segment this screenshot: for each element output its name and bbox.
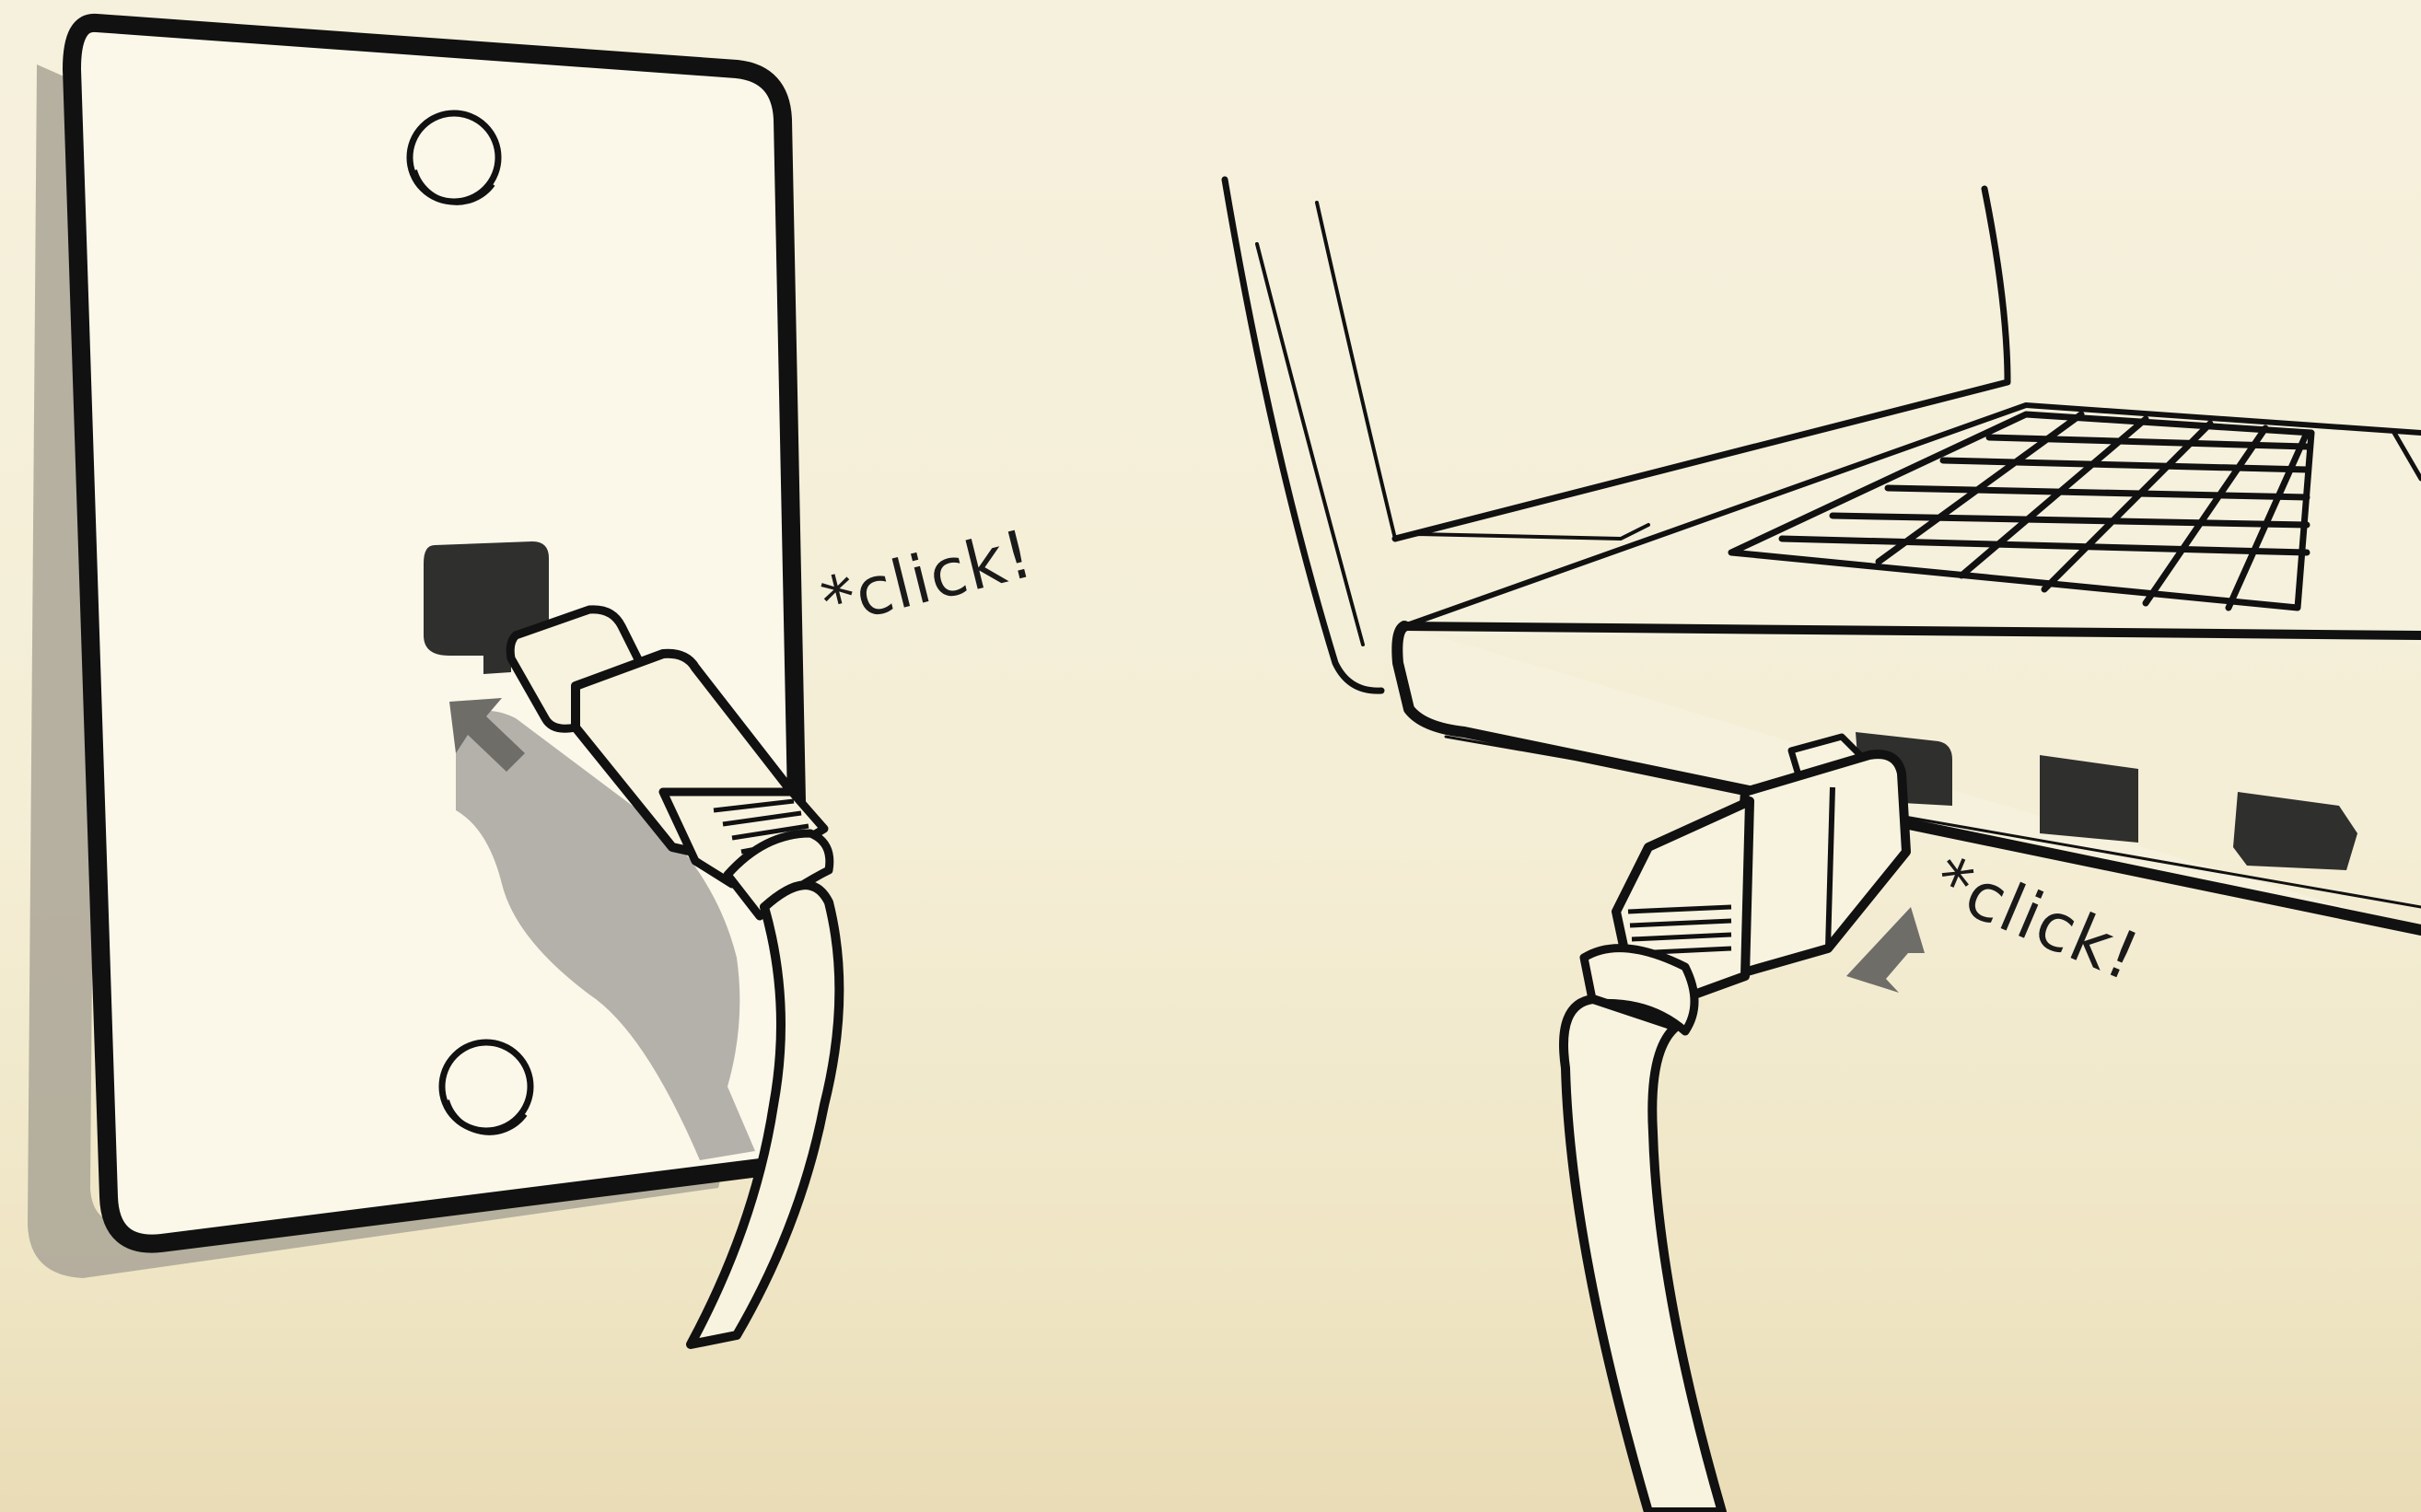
laptop-deck-edge	[1402, 402, 2421, 629]
top-screw-hole-shade	[412, 169, 495, 205]
right-ethernet-plug	[1579, 733, 1911, 1036]
laptop-bezel	[1391, 185, 2011, 542]
cable-shadow	[456, 711, 755, 1160]
bottom-screw-hole-shade	[444, 1099, 528, 1135]
laptop-base-top	[1400, 622, 2421, 640]
laptop-lid	[1221, 176, 1385, 694]
laptop-base-lip	[1444, 735, 2421, 909]
laptop-port-2	[2040, 755, 2138, 843]
laptop-lid-outer	[1315, 201, 1397, 541]
laptop-hinge	[1393, 523, 1650, 541]
right-insert-arrow-icon	[1846, 907, 1925, 993]
left-insert-arrow-icon	[449, 698, 525, 772]
laptop-lid-inner	[1255, 242, 1365, 646]
left-cable	[686, 880, 844, 1349]
laptop-deck-right	[2392, 430, 2421, 482]
right-cable	[1559, 994, 1727, 1512]
wall-plate-scene	[28, 13, 844, 1349]
left-click-label: *click!	[814, 515, 1041, 642]
left-ethernet-plug	[506, 605, 834, 921]
laptop-port-3	[2233, 792, 2357, 870]
laptop-keyboard	[1728, 411, 2315, 611]
